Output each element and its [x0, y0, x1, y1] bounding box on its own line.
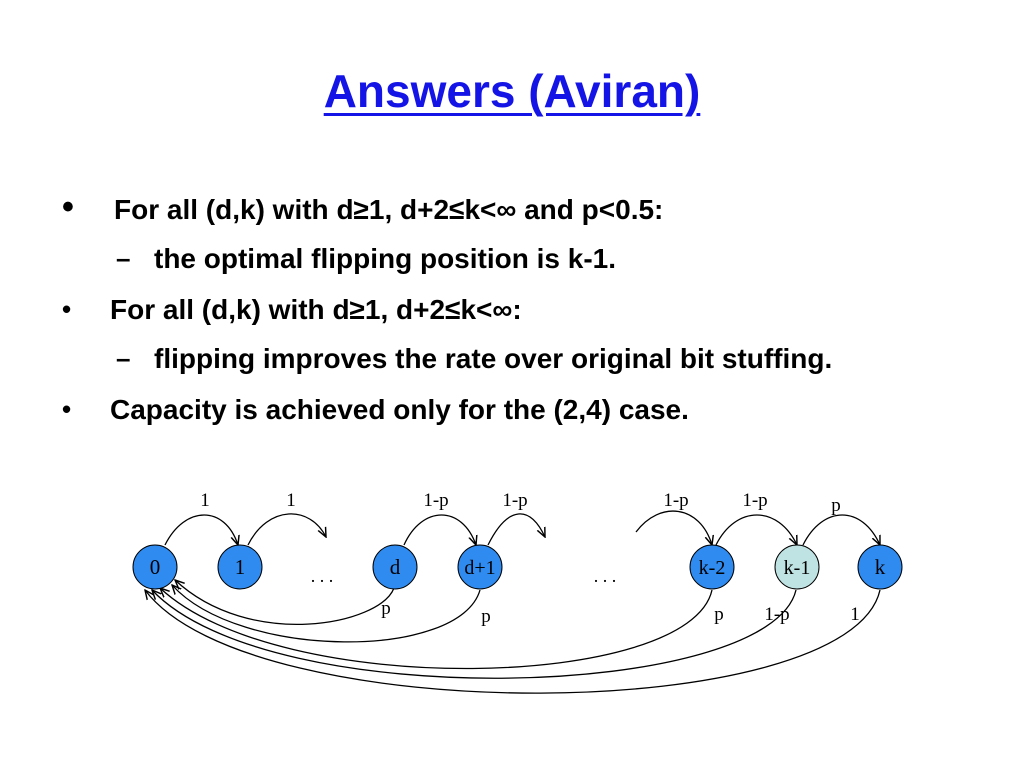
- forward-edge-labels: 1 1 1-p 1-p 1-p 1-p p: [200, 490, 841, 516]
- edge-label: 1-p: [502, 490, 527, 511]
- edge-k-0: [145, 590, 881, 694]
- slide-title: Answers (Aviran): [323, 65, 701, 117]
- dash-marker: –: [116, 243, 131, 273]
- state-diagram: 0 1 d d+1 k-2 k-1 k . . . . . . 1 1 1-p …: [132, 490, 903, 694]
- edge-label: p: [481, 606, 491, 627]
- forward-edges: [164, 510, 880, 546]
- back-edges: [145, 580, 881, 694]
- bullet-text: For all (d,k) with d≥1, d+2≤k<∞:: [110, 294, 522, 325]
- node-d-plus-1: d+1: [457, 544, 503, 590]
- node-label: 1: [235, 555, 246, 579]
- node-k: k: [857, 544, 903, 590]
- node-label: 0: [150, 555, 161, 579]
- bullet-marker: •: [62, 394, 72, 424]
- edge-1-ellipsis: [247, 513, 326, 546]
- edge-k2-k1: [715, 514, 797, 545]
- edge-d-0: [175, 580, 395, 626]
- edge-k2-0: [160, 588, 713, 670]
- node-label: k: [875, 555, 886, 579]
- sub-bullet-text: flipping improves the rate over original…: [154, 343, 833, 374]
- edge-label: 1-p: [742, 490, 767, 511]
- edge-label: 1-p: [423, 490, 448, 511]
- edge-label: 1: [850, 604, 860, 625]
- node-1: 1: [217, 544, 263, 590]
- bullet-marker: •: [62, 294, 72, 324]
- edge-d1-0: [172, 585, 481, 643]
- edge-0-1: [164, 514, 238, 545]
- node-k-minus-1: k-1: [774, 544, 820, 590]
- ellipsis: . . .: [594, 566, 617, 586]
- bullet-text: Capacity is achieved only for the (2,4) …: [110, 394, 689, 425]
- node-k-minus-2: k-2: [689, 544, 735, 590]
- node-label: d: [390, 555, 401, 579]
- node-label: k-2: [699, 557, 726, 579]
- bullet-text: For all (d,k) with d≥1, d+2≤k<∞ and p<0.…: [114, 194, 664, 225]
- edge-k1-0: [152, 590, 797, 679]
- edge-label: 1-p: [663, 490, 688, 511]
- edge-k1-k: [802, 514, 880, 545]
- back-edge-labels: p p p 1-p 1: [381, 598, 860, 627]
- edge-label: 1: [200, 490, 210, 511]
- edge-ellipsis-k2: [635, 510, 712, 545]
- edge-label: p: [381, 598, 391, 619]
- edge-d1-ellipsis: [487, 513, 545, 546]
- edge-label: 1-p: [764, 604, 789, 625]
- edge-label: 1: [286, 490, 296, 511]
- ellipsis: . . .: [311, 566, 334, 586]
- node-label: k-1: [784, 557, 811, 579]
- dash-marker: –: [116, 343, 131, 373]
- node-d: d: [372, 544, 418, 590]
- edge-label: p: [831, 495, 841, 516]
- bullet-marker: •: [62, 188, 74, 226]
- sub-bullet-text: the optimal flipping position is k-1.: [154, 243, 616, 274]
- node-0: 0: [132, 544, 178, 590]
- node-label: d+1: [464, 557, 495, 579]
- edge-label: p: [714, 604, 724, 625]
- edge-ellipsis-d1: [403, 514, 476, 545]
